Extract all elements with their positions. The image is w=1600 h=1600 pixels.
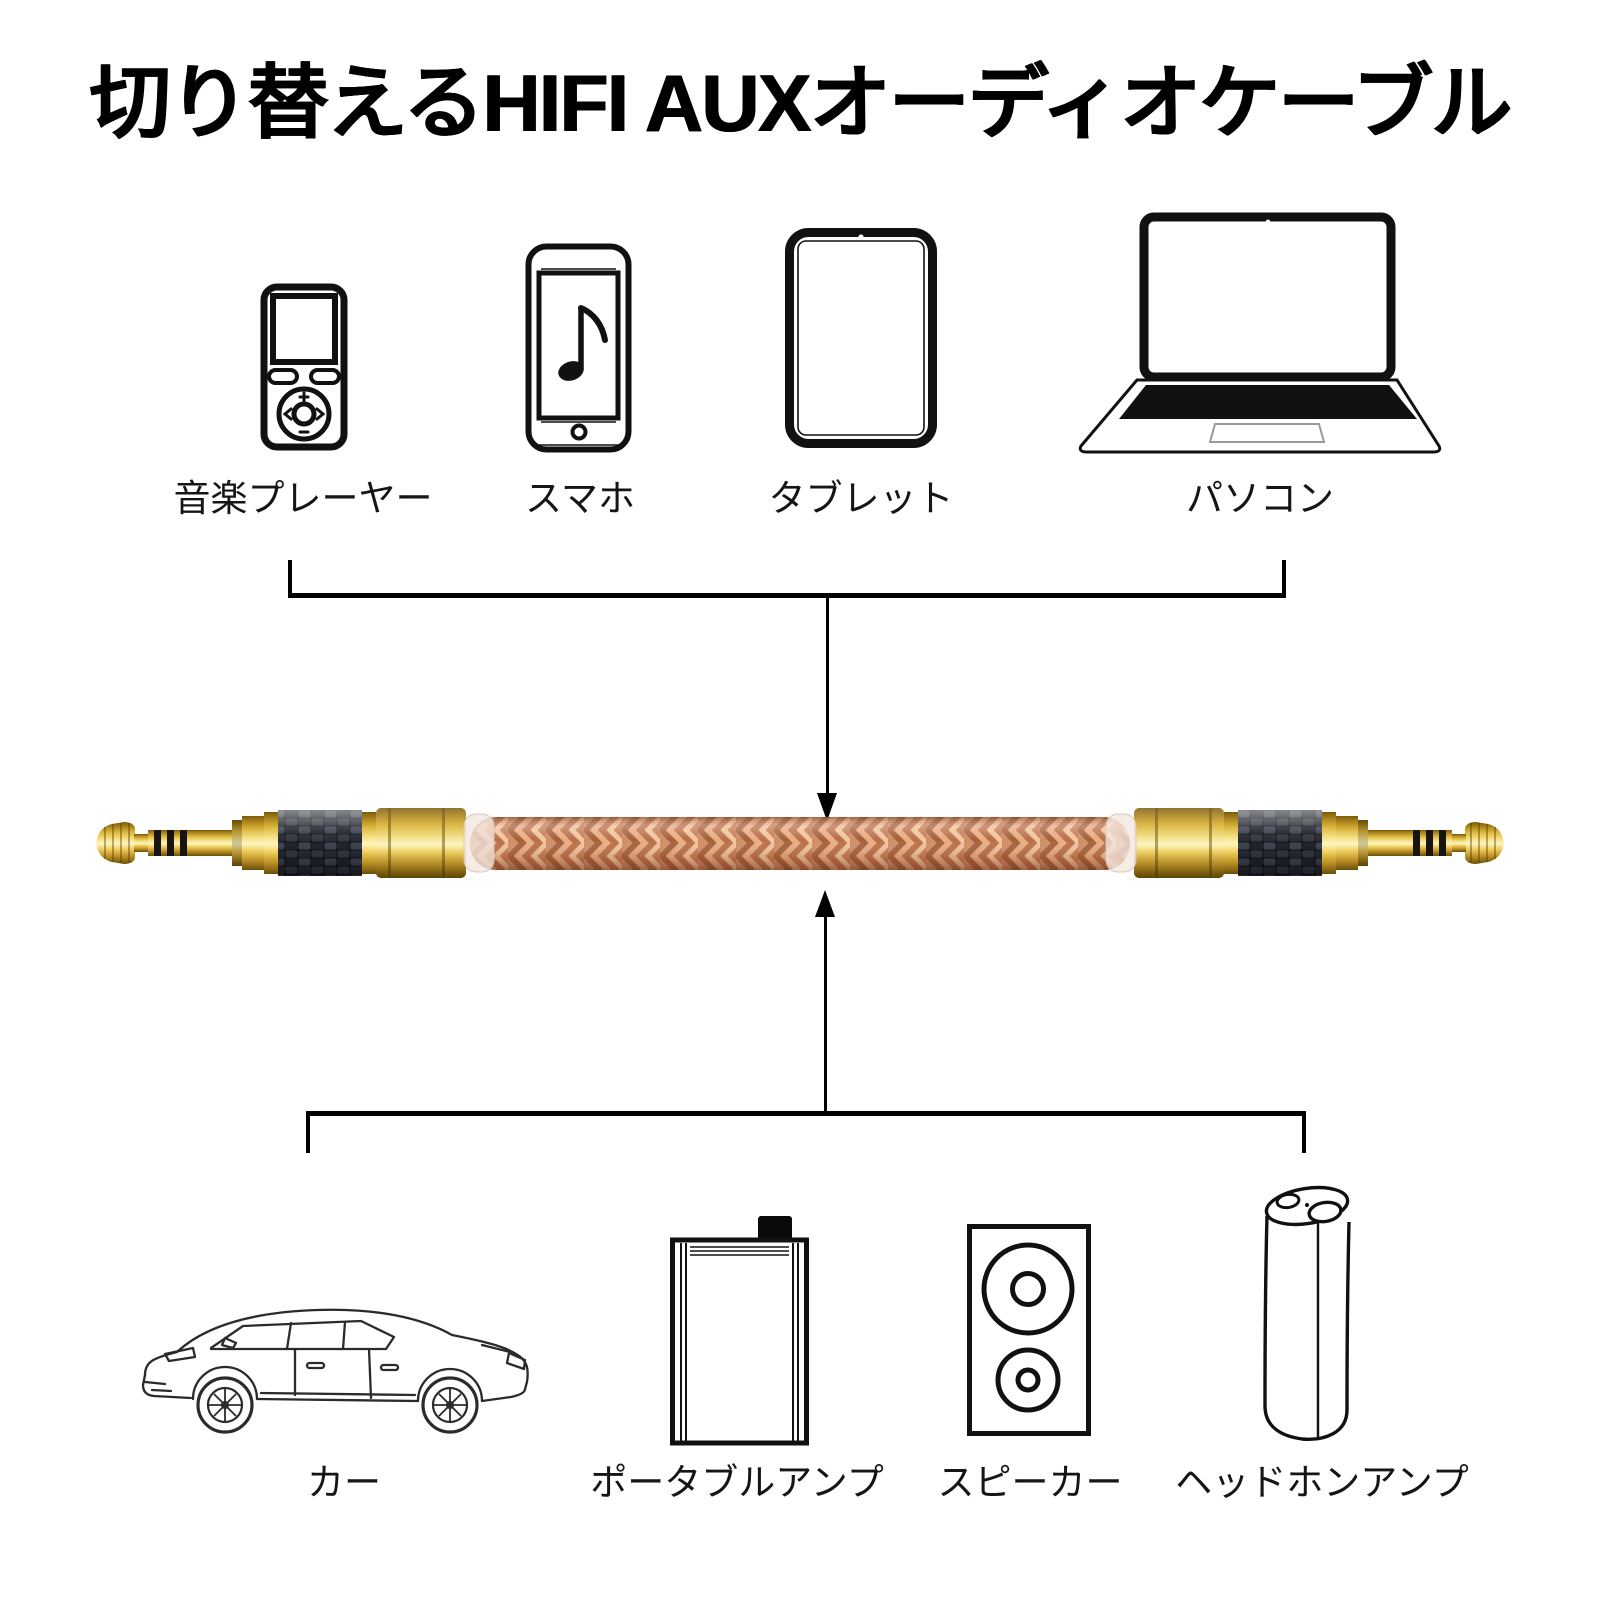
up-arrow-icon [815,890,835,917]
speaker-icon [967,1224,1091,1436]
down-arrow-line [826,598,829,796]
music-note-icon [558,305,608,381]
device-label: 音楽プレーヤー [173,478,433,519]
device-label: スマホ [525,478,635,519]
device-label: パソコン [1186,478,1334,519]
car-wheels [196,1376,479,1434]
up-arrow-line [824,915,827,1113]
page-title: 切り替えるHIFI AUXオーディオケーブル [89,59,1513,149]
laptop-icon [1078,212,1442,454]
jack-connector-right [1105,807,1505,879]
device-label: ポータブルアンプ [590,1462,884,1503]
tablet-icon [785,228,937,448]
music-player-icon [260,283,348,451]
portable-amp-icon [670,1216,809,1446]
copper-braid [470,817,1130,870]
down-arrow-icon [817,793,837,821]
device-label: タブレット [768,478,954,519]
smartphone-icon [525,243,632,453]
aux-cable-photo [96,807,1505,879]
device-label: カー [307,1462,381,1503]
device-label: スピーカー [937,1462,1123,1503]
car-icon [141,1308,529,1434]
headphone-amp-icon [1263,1185,1351,1441]
jack-connector-left [96,808,495,878]
device-label: ヘッドホンアンプ [1175,1462,1469,1503]
